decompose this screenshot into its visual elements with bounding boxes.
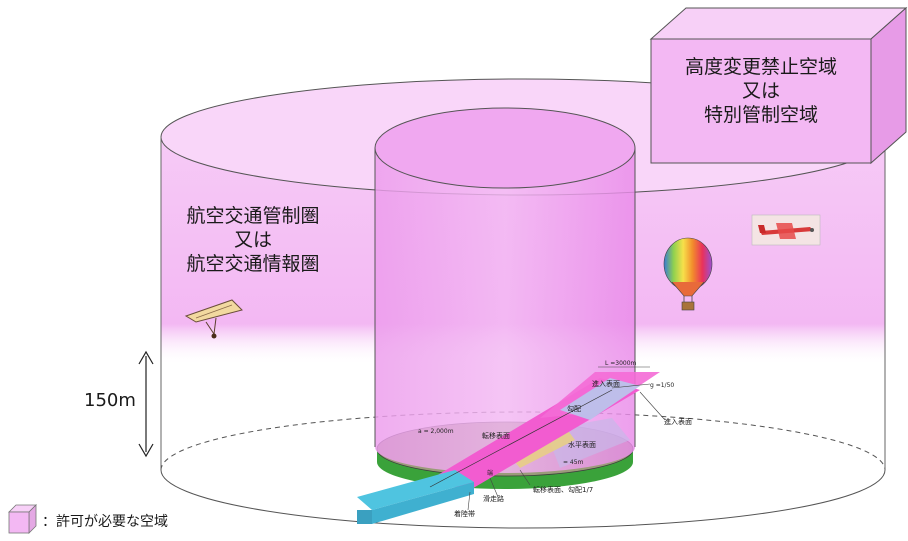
label-transition-slope: 転移表面、勾配1/7 xyxy=(533,486,594,494)
inner-cylinder-top xyxy=(374,107,636,189)
restricted-box-line2: 又は xyxy=(741,79,780,102)
inner-cylinder xyxy=(374,107,636,473)
runway-strip-shape xyxy=(357,470,474,510)
restricted-box-label: 高度変更禁止空域 又は 特別管制空域 xyxy=(655,56,867,127)
airplane-icon xyxy=(751,214,821,246)
label-strip: 着陸帯 xyxy=(454,510,475,518)
legend-label: ：許可が必要な空域 xyxy=(42,514,168,530)
label-approach-surface: 進入表面 xyxy=(592,380,620,388)
legend-swatch xyxy=(8,504,37,534)
outer-cylinder-bottom-back xyxy=(160,411,886,471)
restricted-box xyxy=(649,6,908,165)
label-slope-ratio: g =1/50 xyxy=(650,382,675,389)
label-slope: 勾配 xyxy=(567,405,581,413)
height-label: 150m xyxy=(84,390,136,411)
surfaces xyxy=(357,366,666,524)
control-zone-line3: 航空交通情報圏 xyxy=(186,252,320,275)
label-height-45: = 45m xyxy=(563,459,584,466)
hot-air-balloon-icon xyxy=(663,237,713,311)
height-arrow xyxy=(138,350,154,458)
outer-cylinder-bottom-front xyxy=(160,469,886,529)
label-transition-surface: 転移表面 xyxy=(482,432,510,440)
label-approach-surface-side: 進入表面 xyxy=(664,418,692,426)
control-zone-line2: 又は xyxy=(233,228,272,251)
hang-glider-icon xyxy=(184,299,243,339)
label-runway: 滑走路 xyxy=(483,495,504,503)
control-zone-line1: 航空交通管制圏 xyxy=(186,205,320,227)
approach-surface-blue xyxy=(560,378,640,420)
label-horizontal-surface: 水平表面 xyxy=(568,441,596,449)
restricted-box-line3: 特別管制空域 xyxy=(703,103,818,126)
control-zone-label: 航空交通管制圏 又は 航空交通情報圏 xyxy=(163,205,343,276)
label-radius: a = 2,000m xyxy=(418,428,454,435)
restricted-box-line1: 高度変更禁止空域 xyxy=(684,56,837,78)
label-length: L =3000m xyxy=(605,360,637,367)
label-runway-end: 端 xyxy=(487,470,494,477)
